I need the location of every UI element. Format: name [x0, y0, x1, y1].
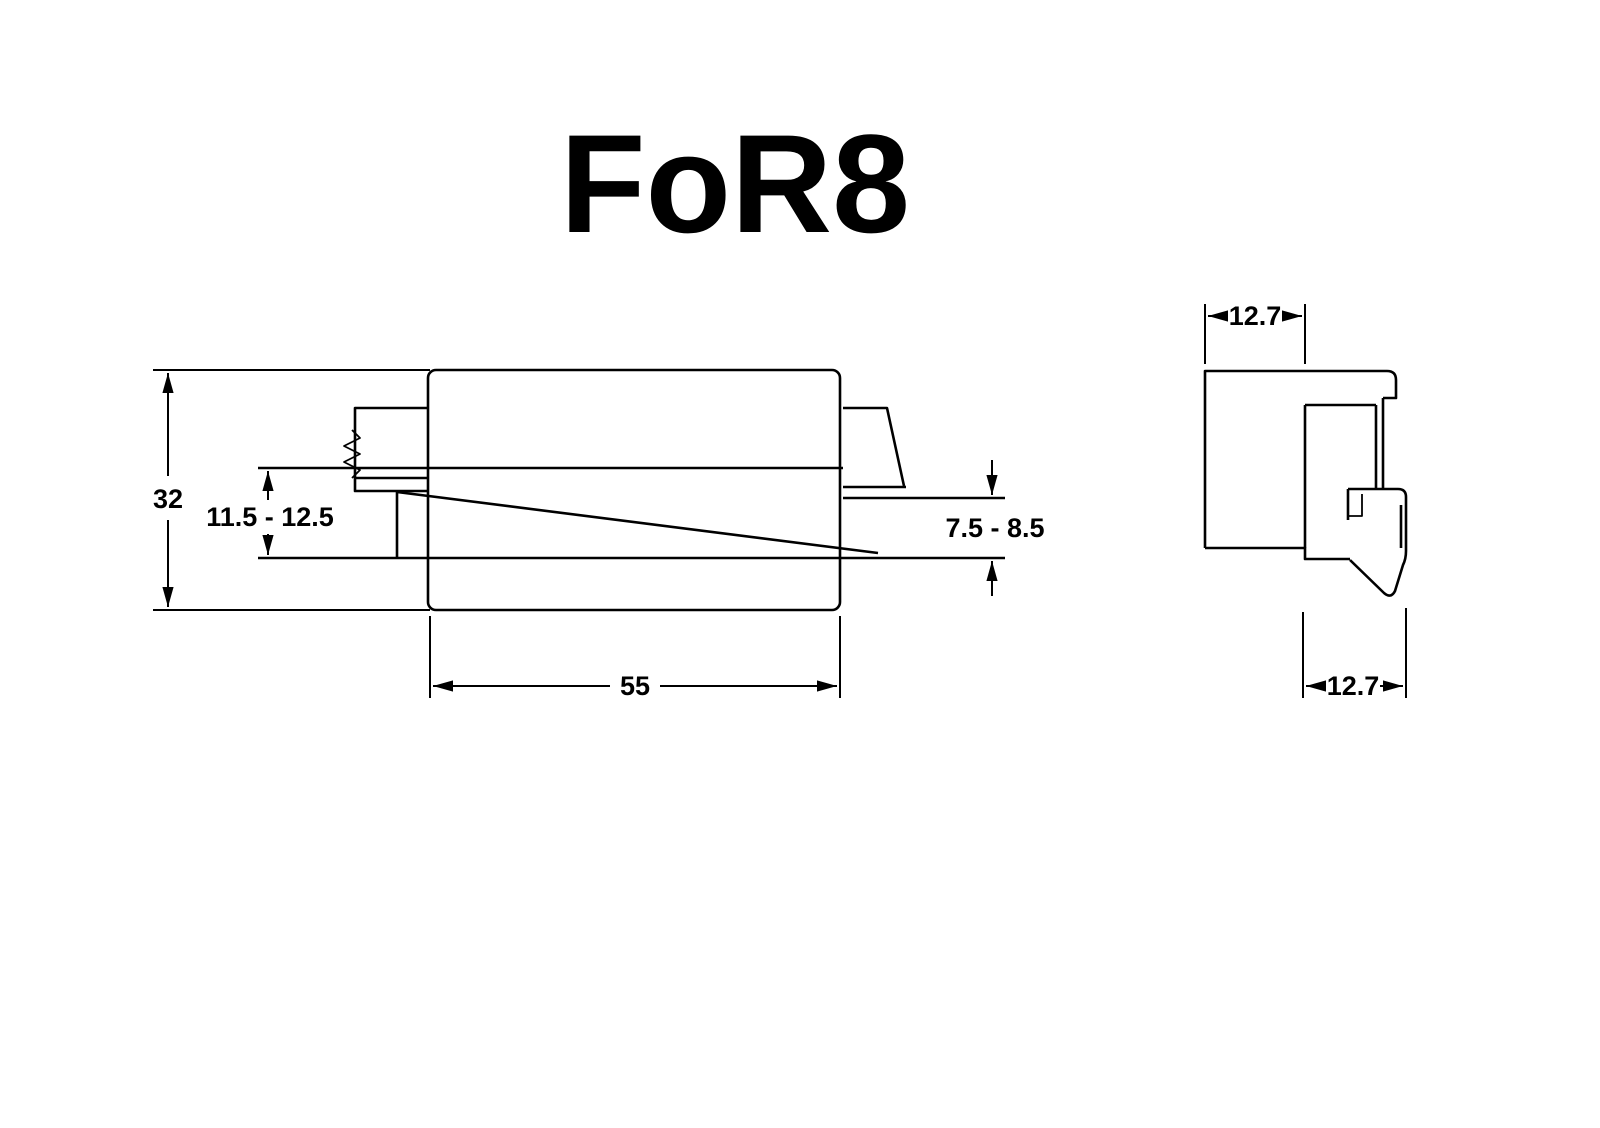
case-bottom-step — [1205, 546, 1350, 561]
dim-side-top-width: 12.7 — [1204, 301, 1306, 364]
case-and-flange-outline — [1203, 369, 1398, 548]
dim-value-12-7-top: 12.7 — [1229, 301, 1282, 331]
lock-body-outline — [426, 368, 842, 612]
left-protrusion-outline — [353, 406, 428, 493]
latch-clip-detail — [1348, 494, 1363, 517]
dim-value-11-5-12-5: 11.5 - 12.5 — [206, 502, 334, 532]
dim-overall-height: 32 — [153, 369, 430, 611]
dim-side-bottom-width: 12.7 — [1302, 608, 1407, 701]
dim-value-55: 55 — [620, 671, 650, 701]
dim-value-7-5-8-5: 7.5 - 8.5 — [945, 513, 1044, 543]
dim-value-32: 32 — [153, 484, 183, 514]
right-latch-outline — [843, 406, 906, 487]
dim-body-width: 55 — [429, 616, 841, 701]
drawing-title: FoR8 — [560, 105, 910, 262]
latch-bolt-side-outline — [1348, 487, 1408, 597]
dim-value-12-7-bottom: 12.7 — [1327, 671, 1380, 701]
dim-left-range: 11.5 - 12.5 — [206, 471, 334, 555]
spring-symbol — [343, 429, 361, 479]
latch-wedge-outline — [395, 490, 879, 558]
side-view: 12.7 12.7 — [1203, 301, 1408, 701]
front-view: 32 11.5 - 12.5 7.5 - 8.5 55 — [153, 368, 1045, 701]
dim-right-range: 7.5 - 8.5 — [945, 460, 1045, 596]
